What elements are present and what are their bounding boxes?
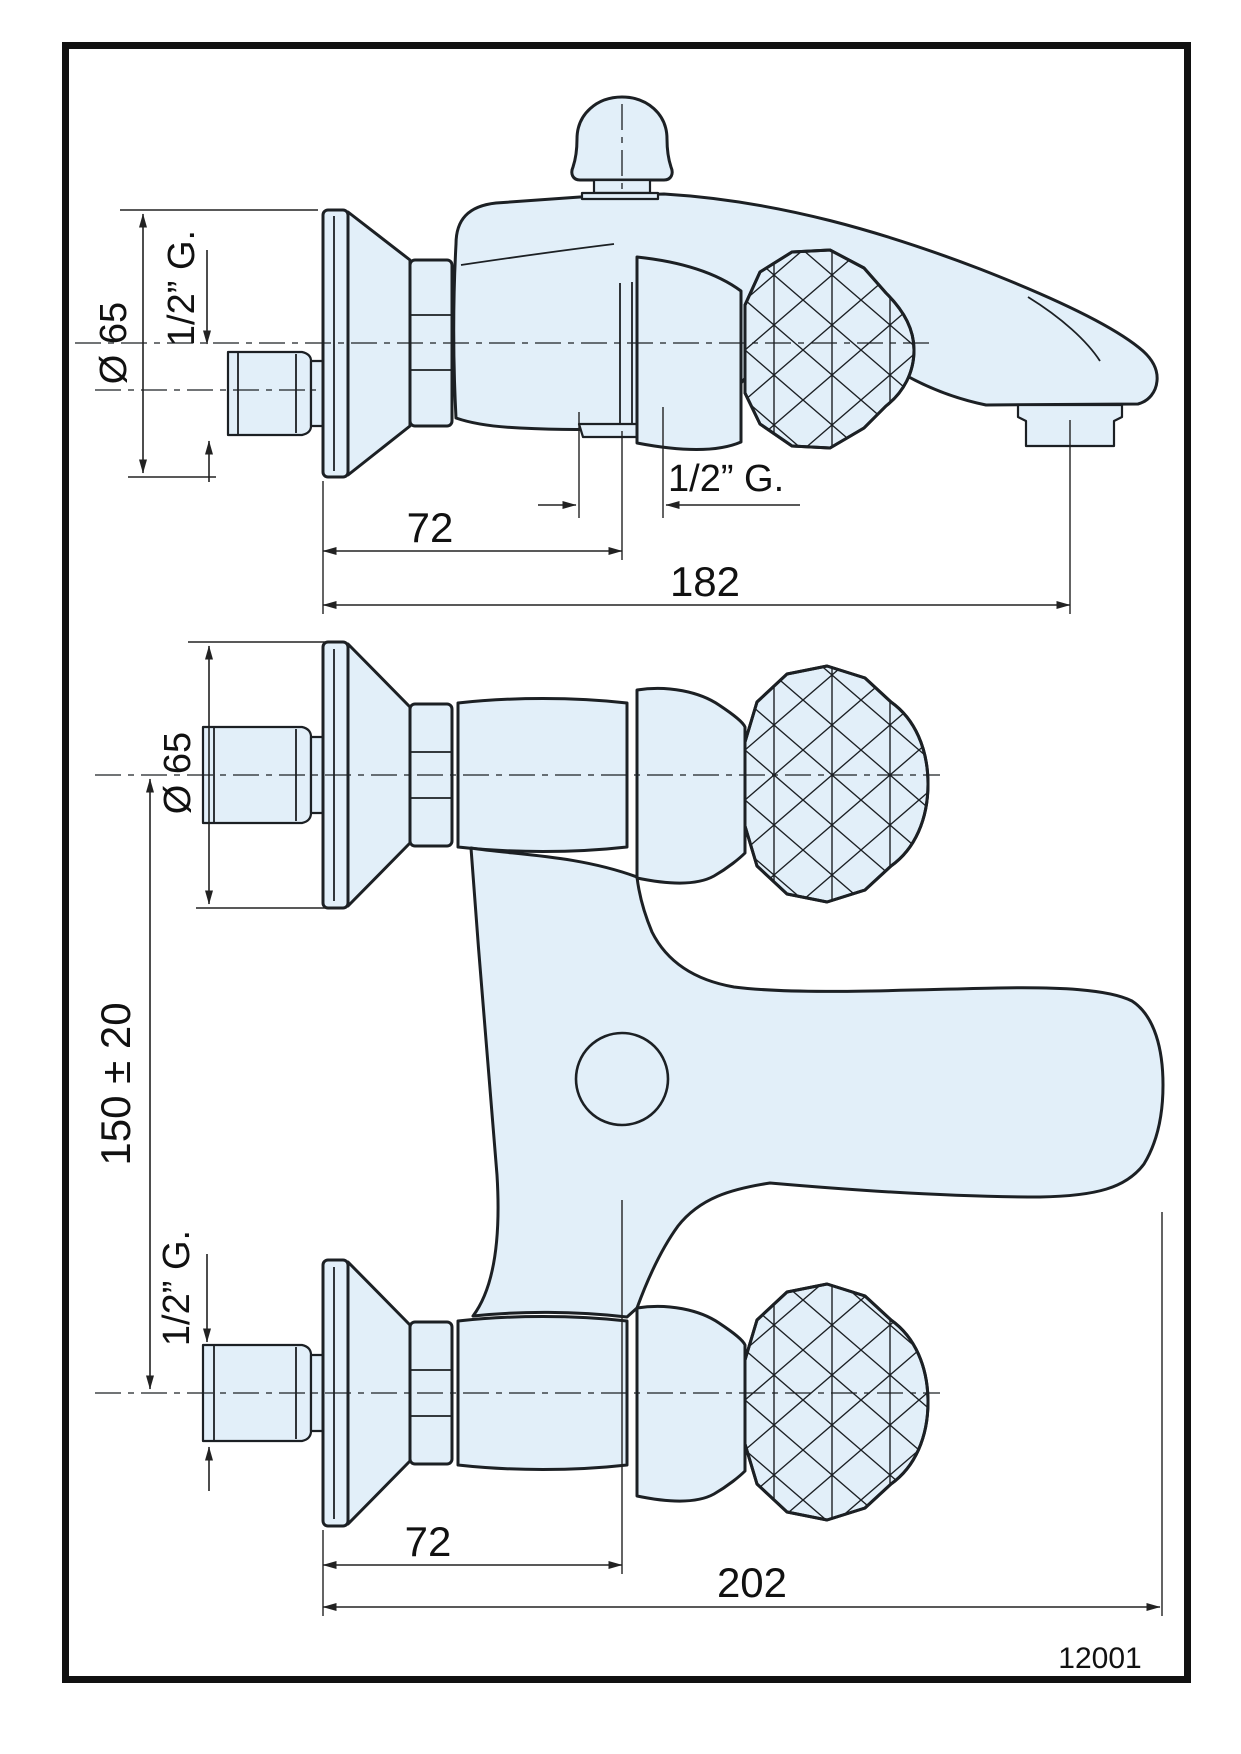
drawing-border xyxy=(62,42,1191,1683)
plan-bottom-nut-lines xyxy=(410,1369,452,1417)
plan-body-trunk-and-spout xyxy=(469,846,1165,1319)
dim-label-182: 182 xyxy=(670,558,740,605)
side-crystal-handle-facets xyxy=(743,248,916,450)
dim-label-outlet-thread: 1/2” G. xyxy=(668,458,784,500)
side-view: Ø 65 1/2” G. 1/2” G. 72 182 xyxy=(75,95,1159,614)
dim-label-72: 72 xyxy=(405,1518,452,1565)
plan-top-nut-lines xyxy=(410,751,452,799)
dim-label-202: 202 xyxy=(717,1559,787,1606)
side-body-joint-lines xyxy=(619,282,633,424)
plan-diverter-knob-circle xyxy=(574,1031,670,1127)
dim-label-diameter: Ø 65 xyxy=(93,302,135,384)
side-spout-crease-line xyxy=(1027,296,1101,362)
dim-label-72: 72 xyxy=(407,504,454,551)
side-view-dimensions: Ø 65 1/2” G. 1/2” G. 72 182 xyxy=(93,209,1071,614)
dim-label-wall-thread: 1/2” G. xyxy=(156,1230,198,1346)
side-diverter-knob-collar xyxy=(580,191,660,201)
side-nut-facet-lines xyxy=(410,314,452,371)
dim-label-wall-thread: 1/2” G. xyxy=(161,230,203,346)
part-number: 12001 xyxy=(1058,1642,1141,1675)
dim-label-diameter: Ø 65 xyxy=(157,732,199,814)
side-wall-nipple xyxy=(226,350,313,437)
plan-bottom-handle-facets xyxy=(743,1282,930,1522)
side-wall-flange-cone xyxy=(346,210,412,477)
plan-top-handle-facets xyxy=(743,664,930,904)
ext-lines-outlet xyxy=(578,407,664,518)
plan-view: Ø 65 150 ± 20 1/2” G. 72 202 xyxy=(92,640,1165,1616)
side-nipple-neck xyxy=(309,359,325,428)
plan-top-escutcheon xyxy=(635,686,747,885)
plan-bottom-escutcheon xyxy=(635,1304,747,1503)
side-nipple-thread-lines xyxy=(237,352,297,435)
side-handle-escutcheon xyxy=(635,255,743,452)
side-body-shoulder-line xyxy=(460,243,615,266)
plan-view-dimensions: Ø 65 150 ± 20 1/2” G. 72 202 xyxy=(92,641,1163,1616)
dim-label-150: 150 ± 20 xyxy=(92,1002,139,1165)
